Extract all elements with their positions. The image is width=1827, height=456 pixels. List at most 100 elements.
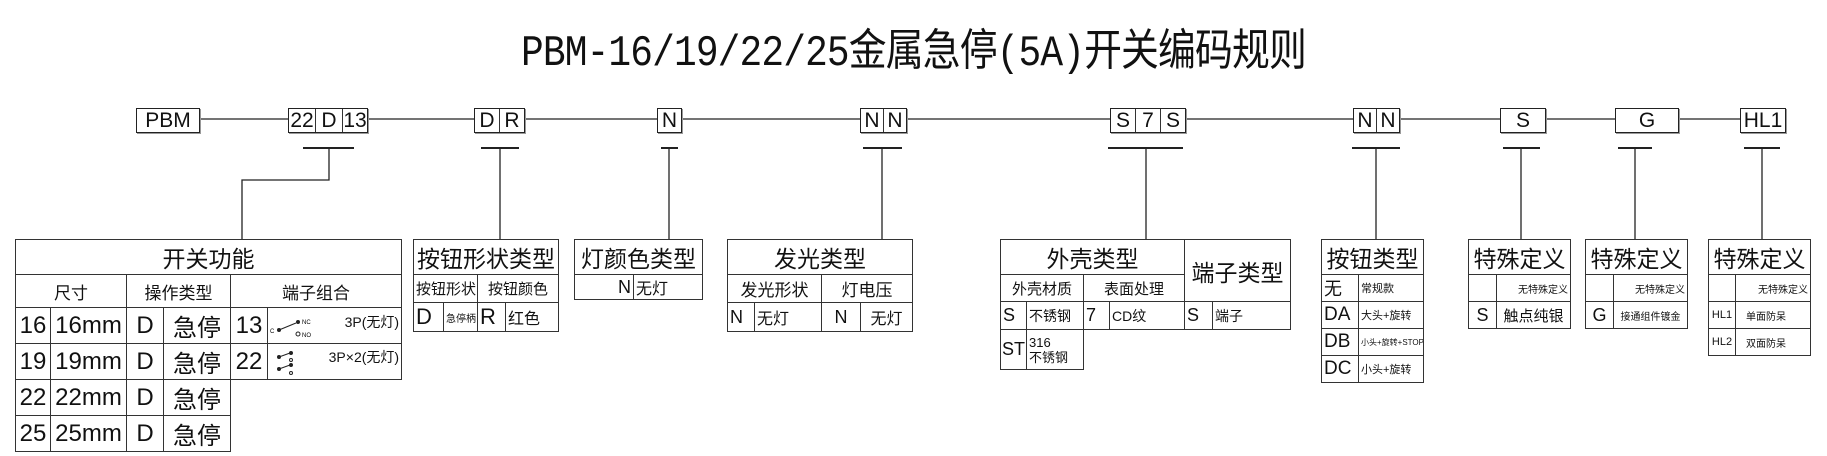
header: 外壳材质 xyxy=(1000,274,1084,302)
cell: CD纹 xyxy=(1109,301,1185,330)
cell: 急停 xyxy=(163,379,231,416)
header-operation: 操作类型 xyxy=(126,274,231,308)
code-cell: R xyxy=(499,109,524,132)
table-title: 发光类型 xyxy=(727,239,913,275)
cell: 无特殊定义 xyxy=(1735,274,1811,302)
cell: 常规款 xyxy=(1358,274,1424,302)
cell: N xyxy=(727,302,755,332)
cell: R xyxy=(477,302,506,332)
page-title: PBM-16/19/22/25金属急停(5A)开关编码规则 xyxy=(521,29,1307,79)
header-size: 尺寸 xyxy=(15,274,127,308)
cell: 16 xyxy=(15,307,51,344)
cell: ST xyxy=(1000,329,1027,370)
header-terminal: 端子组合 xyxy=(229,274,403,308)
cell: 接通组件镀金 xyxy=(1613,301,1688,329)
code-cell: N xyxy=(1376,109,1399,132)
cell: 22mm xyxy=(50,379,127,416)
code-cell: 13 xyxy=(342,108,367,132)
header: 灯电压 xyxy=(821,274,913,303)
table-title: 特殊定义 xyxy=(1708,239,1811,275)
code-cell: D xyxy=(479,108,495,132)
cell: D xyxy=(126,415,164,452)
cell: 单面防呆 xyxy=(1735,301,1811,329)
cell: 无灯 xyxy=(860,302,913,332)
cell-line: 316 xyxy=(1029,334,1051,350)
cell xyxy=(1585,274,1614,302)
table-title: 外壳类型 xyxy=(1000,239,1185,275)
table-title: 按钮类型 xyxy=(1321,239,1424,275)
table-title: 特殊定义 xyxy=(1468,239,1571,275)
header: 按钮形状 xyxy=(413,274,478,303)
code-cell: 22 xyxy=(290,108,314,132)
code-group-special-1: S xyxy=(1500,108,1546,133)
code-group-lamp-color: N xyxy=(657,108,682,133)
cell: N xyxy=(821,302,861,332)
cell: 急停 xyxy=(163,307,231,344)
cell: HL2 xyxy=(1708,328,1736,356)
code-cell: D xyxy=(315,109,342,132)
cell: 急停 xyxy=(163,343,231,380)
cell: 端子 xyxy=(1212,301,1291,330)
cell: D xyxy=(126,343,164,380)
cell: 小头+旋转+STOP xyxy=(1358,328,1424,356)
cell: 触点纯银 xyxy=(1496,301,1571,329)
cell: 25 xyxy=(15,415,51,452)
cell: 22 xyxy=(230,343,268,380)
code-cell: G xyxy=(1638,108,1656,132)
cell: D xyxy=(126,307,164,344)
cell: 13 xyxy=(230,307,268,344)
header: 发光形状 xyxy=(727,274,822,303)
double-switch-contact-icon xyxy=(277,350,293,375)
terminal-type-title: 端子类型 xyxy=(1184,239,1291,302)
cell: 16mm xyxy=(50,307,127,344)
cell: 25mm xyxy=(50,415,127,452)
cell: 小头+旋转 xyxy=(1358,355,1424,383)
cell: 无特殊定义 xyxy=(1496,274,1571,302)
terminal-desc: 3P(无灯) xyxy=(344,313,400,330)
code-cell: N xyxy=(661,108,678,132)
cell: DB xyxy=(1321,328,1359,356)
cell-line: 不锈钢 xyxy=(1029,349,1069,365)
cell: DA xyxy=(1321,301,1359,329)
cell: N xyxy=(574,274,634,300)
header: 表面处理 xyxy=(1083,274,1185,302)
cell: HL1 xyxy=(1708,301,1736,329)
code-cell: S xyxy=(1515,108,1530,132)
code-group-special-3: HL1 xyxy=(1740,108,1786,133)
code-group-special-2: G xyxy=(1615,108,1679,133)
cell: 无灯 xyxy=(754,302,822,332)
cell: 19 xyxy=(15,343,51,380)
code-cell: N xyxy=(864,108,880,132)
cell: 红色 xyxy=(505,302,559,332)
cell: 双面防呆 xyxy=(1735,328,1811,356)
header: 按钮颜色 xyxy=(477,274,559,303)
svg-text:C: C xyxy=(270,329,275,335)
cell: 无 xyxy=(1321,274,1359,302)
cell: 7 xyxy=(1083,301,1110,330)
cell: S xyxy=(1468,301,1497,329)
terminal-desc: 3P×2(无灯) xyxy=(328,348,400,365)
code-prefix: PBM xyxy=(136,108,200,133)
cell: S xyxy=(1184,301,1213,330)
terminal-22-cell: 3P×2(无灯) xyxy=(266,343,403,380)
table-title: 按钮形状类型 xyxy=(413,239,559,275)
cell: G xyxy=(1585,301,1614,329)
cell: 22 xyxy=(15,379,51,416)
cell: 无灯 xyxy=(633,274,703,300)
